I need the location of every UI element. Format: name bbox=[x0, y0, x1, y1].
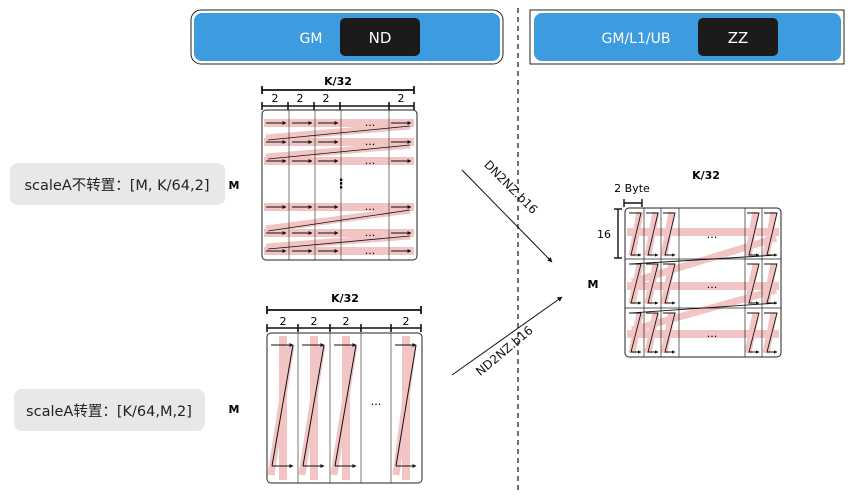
matrix-top-row-label: M bbox=[229, 179, 240, 192]
matrix-top-col-label: 2 bbox=[398, 92, 405, 105]
matrix-top-dots: ... bbox=[365, 244, 376, 257]
matrix-bottom-col-label: 2 bbox=[343, 315, 350, 328]
right-header: GM/L1/UB ZZ bbox=[529, 9, 845, 65]
scale-label-non-transposed: scaleA不转置：[M, K/64,2] bbox=[10, 163, 225, 205]
matrix-top-width-label: K/32 bbox=[324, 75, 352, 88]
matrix-top-dots: ... bbox=[365, 226, 376, 239]
matrix-top-dots: ... bbox=[365, 154, 376, 167]
matrix-right-width-label: K/32 bbox=[692, 169, 720, 182]
matrix-right-dots: ... bbox=[707, 327, 718, 340]
matrix-top-dots: ... bbox=[365, 200, 376, 213]
matrix-top-vdots: ⋮ bbox=[335, 177, 348, 192]
matrix-right-dots: ... bbox=[707, 278, 718, 291]
matrix-top-dots: ... bbox=[365, 135, 376, 148]
matrix-top-col-label: 2 bbox=[297, 92, 304, 105]
matrix-right-height-label: 16 bbox=[597, 228, 611, 241]
matrix-bottom-col-label: 2 bbox=[403, 315, 410, 328]
matrix-right-dots: ... bbox=[707, 228, 718, 241]
scale-label-transposed-text: scaleA转置：[K/64,M,2] bbox=[26, 403, 192, 420]
matrix-bottom: K/32 2 2 2 2 bbox=[229, 292, 423, 484]
left-header-format: ND bbox=[369, 29, 392, 47]
matrix-right-byte-label: 2 Byte bbox=[614, 182, 650, 195]
matrix-top-col-label: 2 bbox=[272, 92, 279, 105]
matrix-right-row-label: M bbox=[588, 278, 599, 291]
arrow-nd2nz: ND2NZ.b16 bbox=[451, 296, 563, 379]
arrow-dn2nz-label: DN2NZ.b16 bbox=[481, 158, 540, 217]
arrow-nd2nz-label: ND2NZ.b16 bbox=[473, 323, 535, 379]
arrow-dn2nz: DN2NZ.b16 bbox=[461, 158, 553, 263]
matrix-bottom-col-label: 2 bbox=[311, 315, 318, 328]
scale-label-non-transposed-text: scaleA不转置：[M, K/64,2] bbox=[24, 177, 209, 194]
left-header: GM ND bbox=[190, 9, 504, 65]
matrix-top-dots: ... bbox=[365, 116, 376, 129]
matrix-right: K/32 2 Byte 16 M bbox=[588, 169, 782, 358]
left-header-label: GM bbox=[300, 31, 323, 47]
matrix-bottom-col-label: 2 bbox=[280, 315, 287, 328]
right-header-format: ZZ bbox=[728, 29, 749, 47]
matrix-top-col-label: 2 bbox=[323, 92, 330, 105]
matrix-top: K/32 2 2 2 2 bbox=[229, 75, 418, 261]
right-header-label: GM/L1/UB bbox=[602, 31, 671, 47]
matrix-bottom-dots: ... bbox=[371, 395, 382, 408]
scale-label-transposed: scaleA转置：[K/64,M,2] bbox=[14, 389, 205, 431]
matrix-bottom-width-label: K/32 bbox=[331, 292, 359, 305]
matrix-bottom-row-label: M bbox=[229, 403, 240, 416]
